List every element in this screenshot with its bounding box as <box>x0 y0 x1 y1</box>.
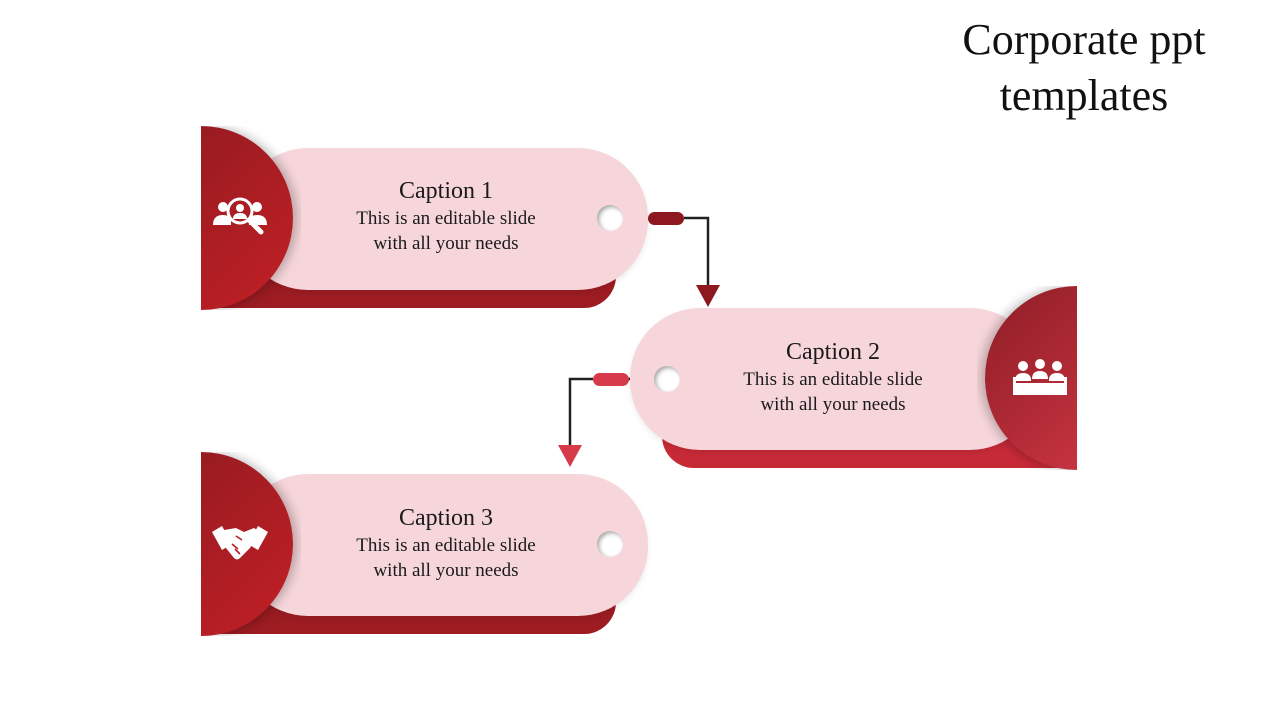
handshake-icon <box>212 526 268 560</box>
step-1-pill <box>238 148 648 290</box>
arrowhead-2 <box>558 445 582 467</box>
connector-2-pill <box>593 373 629 386</box>
step-3-caption: Caption 3 <box>399 505 493 531</box>
step-3-pill <box>238 474 648 616</box>
step-1-text: Caption 1 This is an editable slide with… <box>300 176 592 256</box>
slide-title: Corporate ppt templates <box>900 12 1268 124</box>
step-2-desc-line-2: with all your needs <box>760 394 906 415</box>
step-2-pill <box>630 308 1040 450</box>
slide-title-line-1: Corporate ppt <box>962 15 1206 64</box>
connector-1-pill <box>648 212 684 225</box>
step-3-text: Caption 3 This is an editable slide with… <box>300 503 592 583</box>
step-3-desc-line-1: This is an editable slide <box>356 535 536 556</box>
step-2-desc-line-1: This is an editable slide <box>743 369 923 390</box>
step-3-desc-line-2: with all your needs <box>373 560 519 581</box>
step-1-desc-line-2: with all your needs <box>373 233 519 254</box>
team-meeting-icon <box>1013 359 1067 395</box>
step-1-hole <box>597 205 623 231</box>
step-1-caption: Caption 1 <box>399 178 493 204</box>
step-2-caption: Caption 2 <box>786 339 880 365</box>
slide-title-line-2: templates <box>999 71 1169 120</box>
step-2-text: Caption 2 This is an editable slide with… <box>687 337 979 417</box>
people-search-icon <box>213 197 267 235</box>
arrowhead-1 <box>696 285 720 307</box>
step-1-desc-line-1: This is an editable slide <box>356 208 536 229</box>
step-3-hole <box>597 531 623 557</box>
step-2-hole <box>654 366 680 392</box>
